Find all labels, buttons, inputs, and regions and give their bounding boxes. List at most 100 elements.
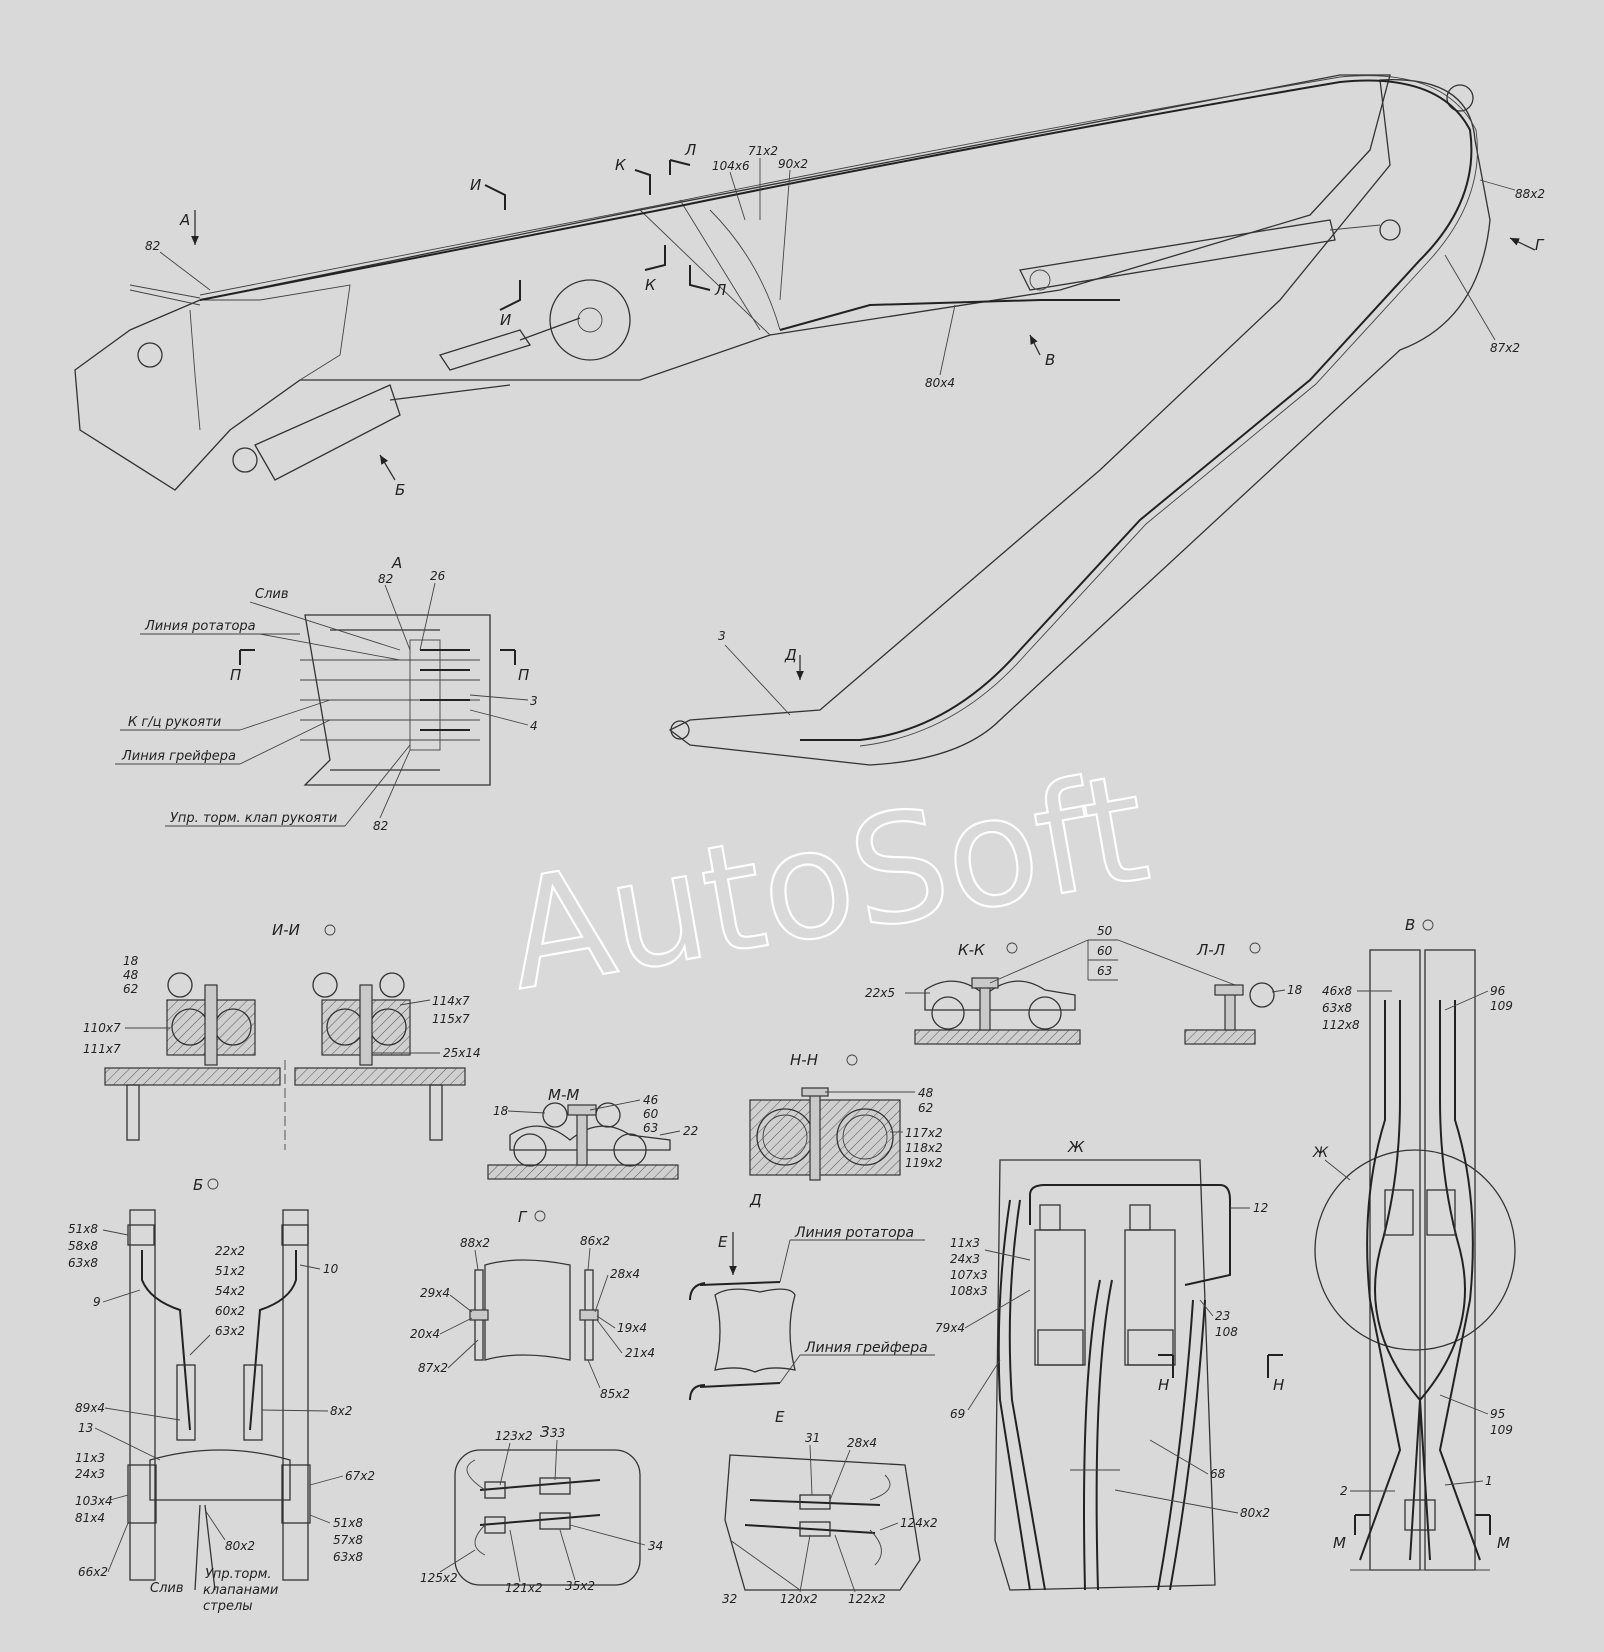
callout: 48 bbox=[123, 968, 139, 982]
section-title: К-К bbox=[958, 941, 986, 959]
callout: 63x8 bbox=[1322, 1001, 1352, 1015]
marker-I-top: И bbox=[470, 176, 481, 194]
marker-K-bottom: К bbox=[645, 276, 657, 294]
callout: 21x4 bbox=[625, 1346, 655, 1360]
callout: 58x8 bbox=[68, 1239, 98, 1253]
callout: 28x4 bbox=[610, 1267, 640, 1281]
callout: 1 bbox=[1485, 1474, 1493, 1488]
view-G: Г 88x2 86x2 29x4 28x4 20x4 19x4 21x4 87x… bbox=[410, 1208, 655, 1401]
callout: 63 bbox=[1097, 964, 1112, 978]
callout: 48 bbox=[918, 1086, 934, 1100]
view-A-section-mark: П bbox=[230, 666, 241, 684]
callout: 80x4 bbox=[925, 376, 955, 390]
callout: 60x2 bbox=[215, 1304, 245, 1318]
view-G-callouts: 88x2 86x2 29x4 28x4 20x4 19x4 21x4 87x2 … bbox=[410, 1234, 655, 1401]
boom-outline bbox=[74, 74, 1391, 491]
hose-line-boom-top bbox=[199, 79, 1473, 741]
callout: 86x2 bbox=[580, 1234, 610, 1248]
view-Zh-callouts: 12 11x3 24x3 107x3 108x3 79x4 23 108 69 … bbox=[935, 1201, 1270, 1520]
callout: 18 bbox=[1287, 983, 1303, 997]
callout: Ж bbox=[1312, 1145, 1329, 1161]
callout: 79x4 bbox=[935, 1321, 965, 1335]
section-M-M-callouts: 46 60 63 18 22 bbox=[493, 1093, 698, 1138]
view-title: З bbox=[540, 1423, 550, 1441]
callout: 108x3 bbox=[950, 1284, 988, 1298]
callout: 125x2 bbox=[420, 1571, 458, 1585]
section-mark: М bbox=[1333, 1534, 1346, 1552]
marker-V: В bbox=[1045, 351, 1055, 369]
view-title: Ж bbox=[1067, 1138, 1085, 1156]
callout: 112x8 bbox=[1322, 1018, 1360, 1032]
callout: 63 bbox=[643, 1121, 658, 1135]
callout: 82 bbox=[378, 572, 393, 586]
main-view: А Б В Г Д И И К К Л Л 82 104x6 bbox=[74, 74, 1545, 766]
view-Zh: Ж 12 11x3 24x3 107x3 108x3 79x4 23 108 6… bbox=[935, 1138, 1284, 1591]
marker-I-bottom: И bbox=[500, 311, 511, 329]
section-mark: Н bbox=[1158, 1376, 1169, 1394]
view-Z: З 123x2 33 34 125x2 121x2 35x2 bbox=[420, 1423, 663, 1595]
callout: 51x2 bbox=[215, 1264, 245, 1278]
callout: 29x4 bbox=[420, 1286, 450, 1300]
callout: 3 bbox=[718, 629, 726, 643]
callout: 82 bbox=[145, 239, 160, 253]
marker-K-top: К bbox=[615, 156, 627, 174]
callout: 60 bbox=[643, 1107, 659, 1121]
callout: 18 bbox=[493, 1104, 509, 1118]
callout: 46 bbox=[643, 1093, 659, 1107]
watermark: AutoSoft bbox=[495, 741, 1160, 1024]
view-title: Д bbox=[749, 1191, 762, 1209]
section-mark: М bbox=[1497, 1534, 1510, 1552]
section-N-N-callouts: 48 62 117x2 118x2 119x2 bbox=[825, 1086, 943, 1170]
callout: 3 bbox=[530, 694, 538, 708]
callout: 87x2 bbox=[1490, 341, 1520, 355]
callout: 32 bbox=[722, 1592, 737, 1606]
callout: 22x2 bbox=[215, 1244, 245, 1258]
callout: 117x2 bbox=[905, 1126, 943, 1140]
marker-A: А bbox=[179, 211, 190, 229]
view-D-labels: Линия ротатора Линия грейфера bbox=[779, 1225, 935, 1384]
callout: 35x2 bbox=[565, 1579, 595, 1593]
callout: 28x4 bbox=[847, 1436, 877, 1450]
callout: 107x3 bbox=[950, 1268, 988, 1282]
callout: 109 bbox=[1490, 999, 1513, 1013]
callout: 104x6 bbox=[712, 159, 750, 173]
stick-outline bbox=[668, 79, 1491, 766]
callout: 95 bbox=[1490, 1407, 1505, 1421]
section-title: Н-Н bbox=[790, 1051, 818, 1069]
label-drain: Слив bbox=[255, 587, 289, 602]
callout: 13 bbox=[78, 1421, 93, 1435]
view-B-callouts: 51x8 58x8 63x8 9 22x2 51x2 54x2 60x2 63x… bbox=[68, 1222, 375, 1579]
view-B: Б 51x8 58x8 63x8 9 22x2 51x2 54x2 60x2 6… bbox=[68, 1176, 375, 1614]
section-L-L: Л-Л 18 bbox=[1184, 941, 1303, 1045]
label-brake-valves-2: клапанами bbox=[203, 1583, 278, 1598]
callout: 90x2 bbox=[778, 157, 808, 171]
callout: 62 bbox=[918, 1101, 933, 1115]
callout: 11x3 bbox=[75, 1451, 105, 1465]
view-marker: Е bbox=[718, 1233, 728, 1251]
label-grab-line: Линия грейфера bbox=[121, 749, 236, 764]
view-A-title: А bbox=[391, 554, 402, 572]
label-drain: Слив bbox=[150, 1581, 184, 1596]
callout: 24x3 bbox=[75, 1467, 105, 1481]
callout: 67x2 bbox=[345, 1469, 375, 1483]
label-brake-valves-3: стрелы bbox=[203, 1599, 253, 1614]
callout: 80x2 bbox=[1240, 1506, 1270, 1520]
callout: 111x7 bbox=[83, 1042, 121, 1056]
marker-L-top: Л bbox=[684, 141, 696, 159]
callout: 54x2 bbox=[215, 1284, 245, 1298]
view-V-callouts: 46x8 63x8 112x8 96 109 Ж 95 109 2 1 bbox=[1312, 984, 1513, 1498]
callout: 119x2 bbox=[905, 1156, 943, 1170]
view-A: А П П Слив Линия ротатора К г/ц рукояти … bbox=[115, 554, 538, 833]
callout: 51x8 bbox=[68, 1222, 98, 1236]
callout: 63x2 bbox=[215, 1324, 245, 1338]
section-I-I-callouts: 18 48 62 110x7 111x7 114x7 115x7 25x14 bbox=[83, 954, 481, 1060]
callout: 85x2 bbox=[600, 1387, 630, 1401]
view-V: В 46x8 63x8 112x8 96 109 Ж 95 109 2 1 bbox=[1312, 916, 1516, 1571]
callout: 121x2 bbox=[505, 1581, 543, 1595]
view-title: Б bbox=[193, 1176, 203, 1194]
callout: 69 bbox=[950, 1407, 965, 1421]
callout: 124x2 bbox=[900, 1516, 938, 1530]
marker-D: Д bbox=[784, 646, 797, 664]
view-title: Е bbox=[775, 1408, 785, 1426]
